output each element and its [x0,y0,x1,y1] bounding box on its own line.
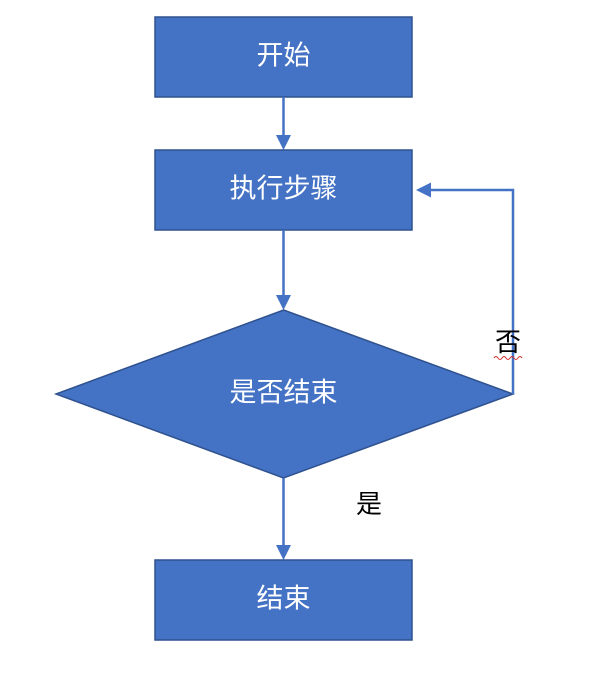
step-node: 执行步骤 [154,149,413,231]
arrowhead-left [416,182,431,198]
end-node-label: 结束 [257,584,311,615]
edge-start-to-step [276,97,291,150]
yes-edge-label: 是 [356,490,382,520]
step-node-label: 执行步骤 [230,174,338,205]
decision-node: 是否结束 [53,309,516,479]
start-node-label: 开始 [257,41,311,72]
arrowhead-down [276,545,291,560]
edge-step-to-decision [276,230,291,310]
no-edge-label: 否 [495,328,521,358]
edge-decision-to-step-no [416,182,515,394]
decision-node-label: 是否结束 [230,378,338,409]
edge-decision-to-end-yes [276,478,291,560]
spellcheck-squiggle [493,356,523,360]
arrowhead-down [276,295,291,310]
start-node: 开始 [154,16,413,98]
end-node: 结束 [154,559,413,641]
arrowhead-down [276,135,291,150]
